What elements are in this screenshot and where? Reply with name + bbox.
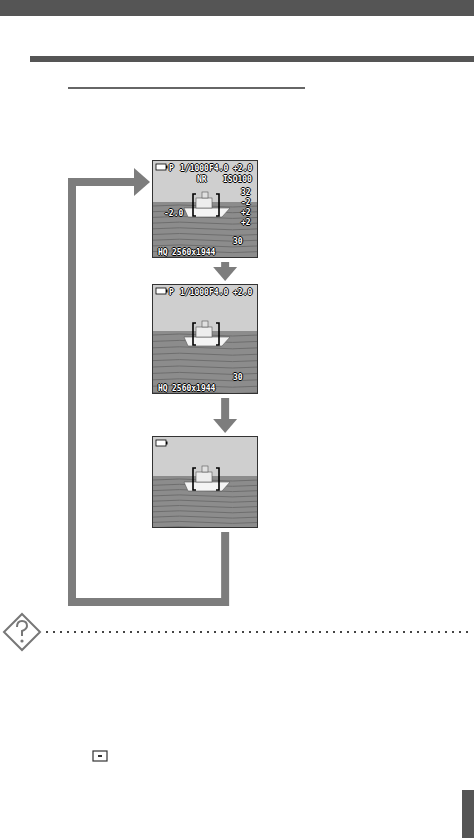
lcd-readout: +2 [241,208,251,217]
lcd-readout: 32 [241,188,251,197]
lcd-readout: 1/1000 [180,164,209,173]
lcd-readout: HQ [158,248,168,257]
hint-icon [4,614,40,650]
flow-arrow [213,262,237,281]
lcd-readout: +2.0 [233,164,252,173]
page-tab [462,790,474,838]
header-bar [0,0,474,16]
lcd-readout: ISO100 [223,175,252,184]
lcd-readout: 1/1000 [180,288,209,297]
lcd-readout: 2560x1944 [172,384,215,393]
lcd-readout: F4.0 [209,288,228,297]
lcd-readout: HQ [158,384,168,393]
flow-arrow [213,398,237,433]
lcd-readout: +2.0 [233,288,252,297]
lcd-readout: 30 [233,237,243,246]
af-icon [93,751,107,761]
lcd-readout: +2 [241,218,251,227]
lcd-readout: NR [197,175,207,184]
lcd-readout: -2 [241,198,251,207]
lcd-screen [152,436,258,528]
lcd-readout: P [169,164,174,173]
lcd-readout: 30 [233,373,243,382]
lcd-screen: P1/1000F4.0+2.0NRISO10032-2+2+2-2.0HQ256… [152,160,258,258]
lcd-readout: P [169,288,174,297]
lcd-readout: 2560x1944 [172,248,215,257]
lcd-readout: F4.0 [209,164,228,173]
lcd-readout: -2.0 [164,209,183,218]
lcd-screen: P 1/1000F4.0 +2.0HQ 2560x1944 30 [152,284,258,394]
section-bar [30,56,474,62]
hint-dot [20,639,23,642]
hint-mark [17,621,27,636]
heading-rule [68,87,305,89]
af-icon-dot [98,755,102,757]
dotted-rule [46,631,470,633]
